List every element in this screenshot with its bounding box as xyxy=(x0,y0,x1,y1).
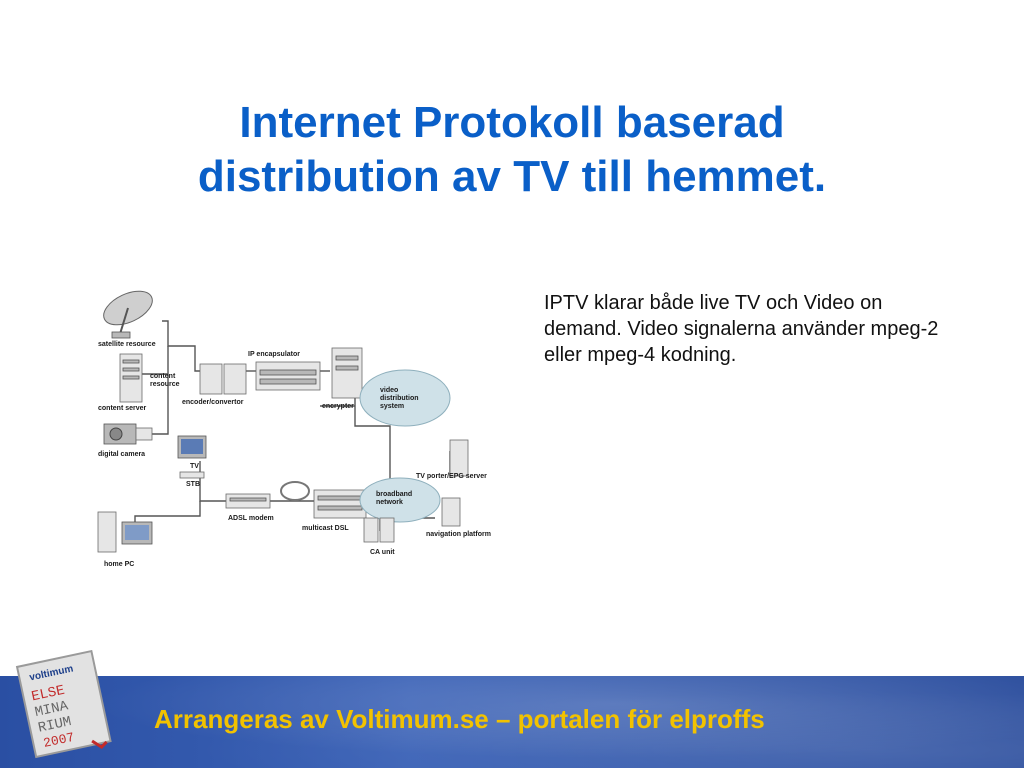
home-pc-icon xyxy=(97,511,153,553)
label-satellite-resource: satellite resource xyxy=(98,341,156,348)
label-broadband-2: network xyxy=(376,499,403,506)
diagram-connector xyxy=(354,396,391,486)
label-video-dist-3: system xyxy=(380,403,404,410)
label-navigation-platform: navigation platform xyxy=(426,531,491,538)
encrypter-icon xyxy=(331,347,363,399)
title-line-1: Internet Protokoll baserad xyxy=(239,98,785,147)
slide-title: Internet Protokoll baserad distribution … xyxy=(0,96,1024,204)
cable-coil-icon xyxy=(280,481,310,501)
tv-porter-server-icon xyxy=(449,439,469,477)
tv-icon xyxy=(177,435,207,459)
logo-line-3: RIUM xyxy=(37,714,73,737)
label-stb: STB xyxy=(186,481,200,488)
ip-encapsulator-icon xyxy=(255,361,321,391)
navigation-platform-icon xyxy=(441,497,461,527)
logo-line-2: MINA xyxy=(33,698,70,721)
logo-year: 2007 xyxy=(42,730,76,751)
label-adsl-modem: ADSL modem xyxy=(228,515,274,522)
label-content-resource-2: resource xyxy=(150,381,180,388)
voltimum-elseminarium-logo: voltimum ELSE MINA RIUM 2007 xyxy=(15,650,112,759)
label-tv: TV xyxy=(190,463,199,470)
stb-icon xyxy=(179,471,205,479)
satellite-dish-icon xyxy=(103,290,153,339)
digital-camera-icon xyxy=(103,423,153,445)
multicast-dsl-icon xyxy=(313,489,367,519)
label-content-resource-1: content xyxy=(150,373,176,380)
adsl-modem-icon xyxy=(225,493,271,509)
label-tv-porter: TV porter/EPG server xyxy=(416,473,487,480)
label-video-dist-1: video xyxy=(380,387,398,394)
slide-body-text: IPTV klarar både live TV och Video on de… xyxy=(544,292,939,366)
video-distribution-cloud-icon xyxy=(359,369,451,427)
label-encoder-convertor: encoder/convertor xyxy=(182,399,244,406)
iptv-network-diagram: satellite resource content resource cont… xyxy=(97,290,491,568)
diagram-connector xyxy=(152,346,169,435)
encoder-icon xyxy=(199,363,247,395)
content-server-icon xyxy=(119,353,143,403)
broadband-network-cloud-icon xyxy=(359,477,441,523)
logo-line-1: ELSE xyxy=(30,683,66,706)
diagram-connector xyxy=(199,461,230,502)
title-line-2: distribution av TV till hemmet. xyxy=(197,152,827,201)
diagram-connector xyxy=(162,320,202,372)
footer-text: Arrangeras av Voltimum.se – portalen för… xyxy=(154,704,765,734)
label-ca-unit: CA unit xyxy=(370,549,395,556)
label-digital-camera: digital camera xyxy=(98,451,145,458)
label-video-dist-2: distribution xyxy=(380,395,419,402)
label-home-pc: home PC xyxy=(104,561,134,568)
label-content-server: content server xyxy=(98,405,147,412)
label-encrypter: encrypter xyxy=(322,403,354,410)
label-broadband-1: broadband xyxy=(376,491,412,498)
ca-unit-icon xyxy=(363,517,395,543)
label-multicast-dsl: multicast DSL xyxy=(302,525,349,532)
footer-bar xyxy=(0,676,1024,768)
label-ip-encapsulator: IP encapsulator xyxy=(248,351,300,358)
